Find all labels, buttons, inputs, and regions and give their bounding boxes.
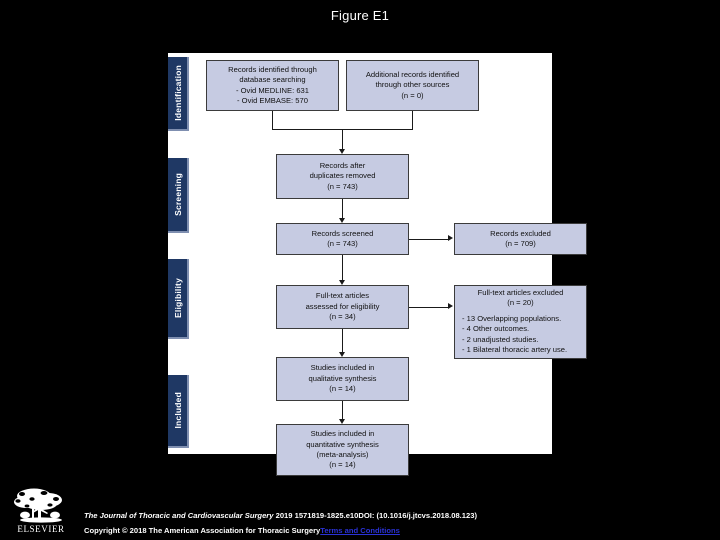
exclusion-reason-item: - 13 Overlapping populations.: [462, 313, 562, 323]
exclusion-reason-item: - 4 Other outcomes.: [462, 324, 530, 334]
elsevier-logo: ELSEVIER: [8, 487, 74, 535]
box-line: - Ovid EMBASE: 570: [237, 95, 308, 105]
arrow-down-icon: [339, 218, 345, 223]
connector-line: [272, 111, 273, 129]
arrow-right-icon: [448, 235, 453, 241]
stage-bar-included: Included: [168, 375, 189, 448]
connector-line: [342, 129, 343, 149]
connector-line: [342, 255, 343, 280]
box-line: (n = 709): [505, 239, 536, 248]
figure-canvas: Identification Screening Eligibility Inc…: [168, 53, 587, 476]
box-line: - Ovid MEDLINE: 631: [235, 85, 309, 95]
box-database-search: Records identified through database sear…: [206, 60, 339, 111]
box-records-screened: Records screened (n = 743): [276, 223, 409, 255]
footer-citation: The Journal of Thoracic and Cardiovascul…: [84, 511, 477, 520]
footer-copyright: Copyright © 2018 The American Associatio…: [84, 526, 400, 535]
connector-line: [342, 199, 343, 218]
box-line: (n = 34): [329, 312, 356, 322]
arrow-down-icon: [339, 419, 345, 424]
arrow-down-icon: [339, 352, 345, 357]
box-line: Records excluded: [490, 228, 551, 238]
box-line: through other sources: [375, 80, 450, 90]
box-fulltext-excluded: Full-text articles excluded (n = 20) - 1…: [454, 285, 587, 359]
box-line: assessed for eligibility: [305, 301, 380, 311]
footer-journal-name: The Journal of Thoracic and Cardiovascul…: [84, 511, 274, 520]
footer-citation-detail: 2019 1571819-1825.e10DOI: (10.1016/j.jtc…: [273, 511, 477, 520]
footer-copyright-text: Copyright © 2018 The American Associatio…: [84, 526, 321, 535]
box-fulltext-assessed: Full-text articles assessed for eligibil…: [276, 285, 409, 329]
stage-bar-eligibility: Eligibility: [168, 259, 189, 339]
stage-label-identification: Identification: [172, 65, 183, 121]
box-line: database searching: [239, 75, 306, 85]
exclusion-reason-item: - 2 unadjusted studies.: [462, 334, 539, 344]
box-line: duplicates removed: [309, 171, 376, 181]
box-line: Records identified through: [228, 64, 317, 74]
connector-line: [342, 329, 343, 352]
exclusion-reason-list: - 13 Overlapping populations. - 4 Other …: [458, 314, 567, 356]
box-line: qualitative synthesis: [308, 373, 377, 383]
connector-line: [409, 307, 448, 308]
box-records-excluded: Records excluded (n = 709): [454, 223, 587, 255]
box-duplicates-removed: Records after duplicates removed (n = 74…: [276, 154, 409, 199]
stage-label-included: Included: [172, 392, 183, 429]
page-title: Figure E1: [330, 8, 390, 23]
terms-and-conditions-link[interactable]: Terms and Conditions: [320, 526, 400, 535]
box-line: Studies included in: [310, 363, 375, 373]
box-line: Studies included in: [310, 429, 375, 439]
box-line: (n = 14): [329, 460, 356, 470]
box-line: Records screened: [311, 228, 374, 238]
box-line: Full-text articles excluded: [477, 288, 564, 297]
arrow-down-icon: [339, 280, 345, 285]
stage-label-eligibility: Eligibility: [172, 278, 183, 318]
box-other-sources: Additional records identified through ot…: [346, 60, 479, 111]
stage-bar-identification: Identification: [168, 57, 189, 131]
box-line: (meta-analysis): [316, 450, 369, 459]
arrow-right-icon: [448, 303, 453, 309]
box-line: (n = 14): [329, 384, 356, 394]
connector-line: [412, 111, 413, 129]
box-line: Full-text articles: [315, 291, 370, 301]
box-line: Additional records identified: [365, 69, 460, 79]
elsevier-wordmark: ELSEVIER: [17, 524, 65, 534]
connector-line: [409, 239, 448, 240]
connector-line: [342, 401, 343, 419]
arrow-down-icon: [339, 149, 345, 154]
box-quantitative-synthesis: Studies included in quantitative synthes…: [276, 424, 409, 476]
box-line: quantitative synthesis: [306, 439, 379, 449]
exclusion-reason-item: - 1 Bilateral thoracic artery use.: [462, 345, 568, 355]
box-line: (n = 20): [507, 298, 534, 308]
box-line: (n = 743): [327, 239, 358, 248]
box-line: Records after: [319, 160, 366, 170]
box-qualitative-synthesis: Studies included in qualitative synthesi…: [276, 357, 409, 401]
stage-label-screening: Screening: [172, 173, 183, 216]
box-line: (n = 743): [327, 181, 358, 191]
box-line: (n = 0): [401, 90, 424, 100]
stage-bar-screening: Screening: [168, 158, 189, 233]
elsevier-tree-icon: [12, 487, 70, 523]
